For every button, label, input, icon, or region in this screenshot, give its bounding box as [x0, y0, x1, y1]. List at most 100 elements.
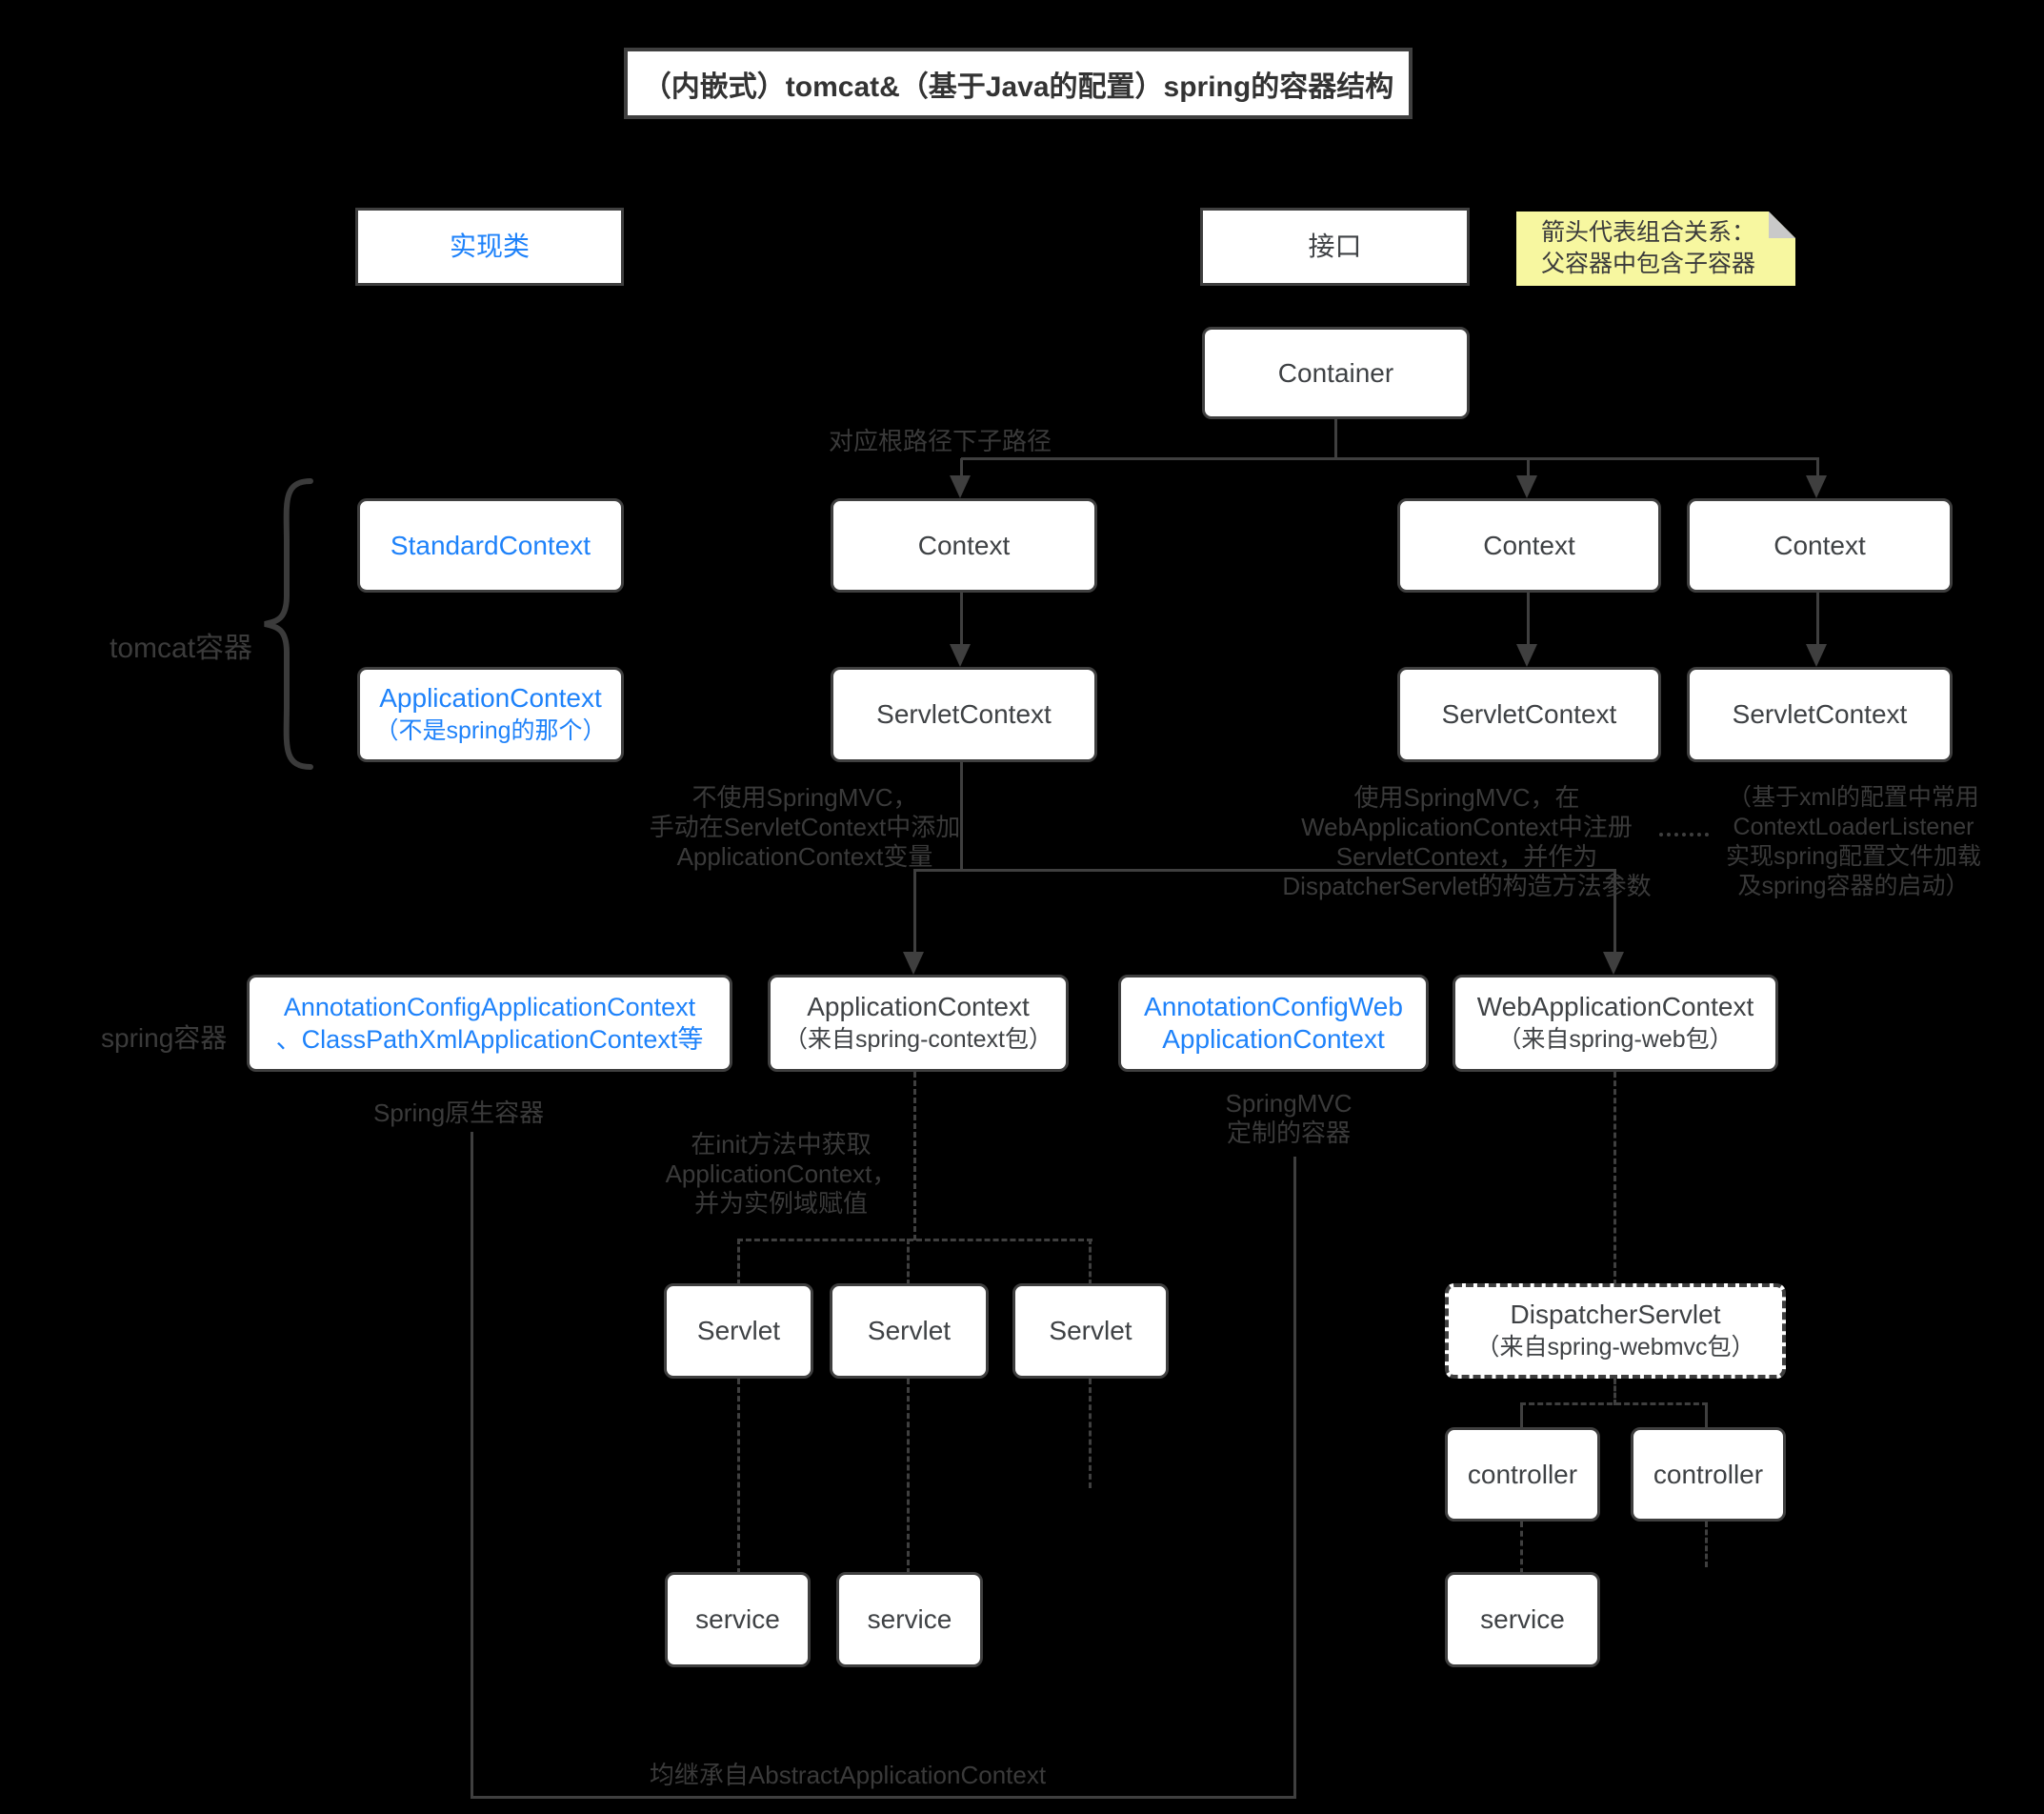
edge-servlet1-top-dashed — [737, 1239, 740, 1285]
edge-controller1-service-dashed — [1520, 1522, 1523, 1574]
node-service-2-label: service — [867, 1604, 952, 1634]
node-controller-2-label: controller — [1653, 1459, 1764, 1489]
annotation-with-springmvc: 使用SpringMVC，在 WebApplicationContext中注册 S… — [1267, 783, 1667, 901]
node-servlet-2: Servlet — [830, 1283, 989, 1379]
node-standardcontext: StandardContext — [357, 498, 624, 593]
node-controller-1-label: controller — [1467, 1459, 1578, 1489]
annotation-xml-config-line2: ContextLoaderListener — [1733, 814, 1974, 840]
node-spring-applicationcontext-line1: ApplicationContext — [807, 992, 1030, 1021]
annotation-init-method: 在init方法中获取 ApplicationContext， 并为实例域赋值 — [657, 1130, 905, 1219]
arrowhead-context-3 — [1806, 475, 1827, 498]
node-annotationconfigweb: AnnotationConfigWeb ApplicationContext — [1118, 975, 1429, 1072]
node-tomcat-applicationcontext: ApplicationContext （不是spring的那个） — [357, 667, 624, 762]
annotation-with-springmvc-line4: DispatcherServlet的构造方法参数 — [1282, 872, 1652, 900]
legend-interface-box: 接口 — [1200, 208, 1470, 286]
annotation-no-springmvc-line1: 不使用SpringMVC， — [691, 783, 918, 812]
edge-stem-context-mid — [960, 458, 963, 479]
annotation-no-springmvc-line2: 手动在ServletContext中添加 — [649, 813, 961, 841]
node-service-3-label: service — [1480, 1604, 1565, 1634]
sticky-note-line2: 父容器中包含子容器 — [1541, 251, 1756, 277]
node-service-3: service — [1445, 1572, 1600, 1667]
edge-into-webapplicationcontext — [1613, 869, 1616, 953]
edge-servlet2-service-dashed — [907, 1379, 910, 1574]
annotation-init-line3: 并为实例域赋值 — [693, 1189, 868, 1218]
annotation-xml-config: （基于xml的配置中常用 ContextLoaderListener 实现spr… — [1710, 783, 1997, 901]
node-annotationconfig: AnnotationConfigApplicationContext 、Clas… — [247, 975, 732, 1072]
node-container-label: Container — [1277, 357, 1394, 388]
annotation-no-springmvc: 不使用SpringMVC， 手动在ServletContext中添加 Appli… — [610, 783, 1000, 872]
spring-group-label: spring容器 — [101, 1023, 228, 1053]
annotation-init-line1: 在init方法中获取 — [691, 1130, 872, 1159]
arrowhead-applicationcontext — [903, 952, 924, 975]
edge-servlet2-top-dashed — [907, 1239, 910, 1285]
springmvc-custom-line1: SpringMVC — [1225, 1089, 1353, 1118]
edge-context-servletcontext-3 — [1816, 593, 1819, 646]
node-servletcontext-3: ServletContext — [1687, 667, 1953, 762]
node-context-2: Context — [1397, 498, 1661, 593]
edge-servletcontext-down — [960, 762, 963, 872]
edge-context-servletcontext-2 — [1527, 593, 1530, 646]
node-webapplicationcontext: WebApplicationContext （来自spring-web包） — [1453, 975, 1778, 1072]
node-dispatcherservlet-line1: DispatcherServlet — [1510, 1300, 1721, 1329]
legend-impl-class-box: 实现类 — [355, 208, 624, 286]
node-service-1: service — [665, 1572, 811, 1667]
edge-servlet3-down-dashed — [1089, 1379, 1092, 1488]
node-spring-applicationcontext-line2: （来自spring-context包） — [783, 1026, 1053, 1053]
node-servletcontext-2-label: ServletContext — [1441, 699, 1617, 729]
node-annotationconfigweb-line2: ApplicationContext — [1162, 1024, 1385, 1054]
node-servletcontext-1: ServletContext — [831, 667, 1097, 762]
annotation-xml-config-line1: （基于xml的配置中常用 — [1728, 784, 1979, 811]
arrowhead-servletcontext-2 — [1516, 644, 1537, 667]
arrowhead-webapplicationcontext — [1603, 952, 1624, 975]
node-tomcat-applicationcontext-line2: （不是spring的那个） — [374, 717, 607, 744]
edge-servlet-bus-dashed — [737, 1239, 1092, 1241]
edge-appctx-down-dashed — [913, 1072, 916, 1240]
node-dispatcherservlet: DispatcherServlet （来自spring-webmvc包） — [1445, 1283, 1786, 1379]
node-webapplicationcontext-line1: WebApplicationContext — [1476, 992, 1754, 1021]
edge-stem-context-2 — [1527, 458, 1530, 479]
legend-impl-class-label: 实现类 — [449, 232, 530, 261]
edge-top-horizontal — [961, 457, 1819, 460]
node-servlet-1-label: Servlet — [696, 1316, 781, 1345]
annotation-xml-config-line4: 及spring容器的启动） — [1737, 873, 1970, 899]
edge-controller-bus-dashed — [1520, 1402, 1708, 1405]
annotation-root-path: 对应根路径下子路径 — [829, 427, 1052, 455]
edge-dispatcher-down-dashed — [1613, 1379, 1616, 1405]
sticky-note-line1: 箭头代表组合关系： — [1541, 219, 1756, 246]
node-annotationconfigweb-line1: AnnotationConfigWeb — [1144, 992, 1403, 1021]
tomcat-group-label: tomcat容器 — [110, 633, 253, 664]
annotation-with-springmvc-line1: 使用SpringMVC，在 — [1353, 783, 1580, 812]
edge-split-horizontal — [913, 869, 1616, 872]
folded-corner-icon — [1769, 212, 1795, 238]
node-annotationconfig-line1: AnnotationConfigApplicationContext — [283, 993, 696, 1021]
edge-controller-stem-2 — [1705, 1402, 1708, 1429]
legend-interface-label: 接口 — [1308, 232, 1362, 261]
node-context-1: Context — [831, 498, 1097, 593]
node-context-1-label: Context — [917, 530, 1011, 560]
edge-wac-dispatcher-dashed — [1613, 1072, 1616, 1285]
node-context-3-label: Context — [1773, 530, 1866, 560]
node-container: Container — [1202, 327, 1470, 419]
node-servlet-1: Servlet — [664, 1283, 813, 1379]
node-tomcat-applicationcontext-line1: ApplicationContext — [379, 683, 602, 713]
arrowhead-servletcontext-3 — [1806, 644, 1827, 667]
node-standardcontext-label: StandardContext — [390, 530, 591, 560]
node-servlet-3: Servlet — [1012, 1283, 1169, 1379]
node-servletcontext-1-label: ServletContext — [876, 699, 1052, 729]
edge-annotation-dots — [1659, 833, 1709, 836]
edge-servlet3-top-dashed — [1089, 1239, 1092, 1285]
annotation-xml-config-line3: 实现spring配置文件加载 — [1725, 843, 1982, 870]
arrowhead-context-mid — [950, 475, 971, 498]
edge-stem-context-3 — [1816, 458, 1819, 479]
node-annotationconfig-line2: 、ClassPathXmlApplicationContext等 — [275, 1025, 704, 1054]
annotation-no-springmvc-line3: ApplicationContext变量 — [676, 842, 933, 871]
node-context-3: Context — [1687, 498, 1953, 593]
node-service-2: service — [836, 1572, 983, 1667]
arrowhead-servletcontext-mid — [950, 644, 971, 667]
arrowhead-context-2 — [1516, 475, 1537, 498]
node-service-1-label: service — [695, 1604, 780, 1634]
springmvc-custom-label: SpringMVC 定制的容器 — [1193, 1089, 1384, 1148]
edge-servlet1-service-dashed — [737, 1379, 740, 1574]
diagram-title: （内嵌式）tomcat&（基于Java的配置）spring的容器结构 — [624, 48, 1413, 119]
